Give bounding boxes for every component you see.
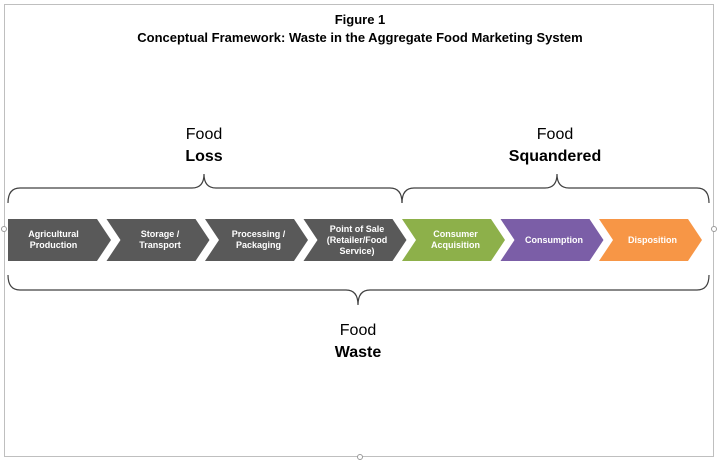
food-loss-line2: Loss [185, 148, 223, 165]
loss-brace [7, 173, 403, 204]
food-waste-label: Food Waste [258, 320, 458, 364]
figure-title: Conceptual Framework: Waste in the Aggre… [137, 30, 583, 45]
food-squandered-label: Food Squandered [455, 124, 655, 168]
squandered-brace [401, 173, 710, 204]
stage-label-agricultural-production: Agricultural Production [28, 229, 79, 250]
waste-brace [7, 274, 710, 306]
chevron-stages [8, 219, 702, 261]
chevron-storage-transport [106, 219, 210, 261]
stage-label-point-of-sale: Point of Sale (Retailer/Food Service) [326, 223, 388, 256]
chevron-consumer-acquisition [402, 219, 505, 261]
chevron-agricultural-production [8, 219, 111, 261]
chevron-point-of-sale [303, 219, 407, 261]
food-squandered-line2: Squandered [508, 148, 602, 165]
food-loss-label: Food Loss [104, 124, 304, 168]
stage-label-storage-transport: Storage / Transport [139, 229, 181, 250]
stage-label-processing-packaging: Processing / Packaging [231, 229, 286, 250]
resize-handle-bottom[interactable] [357, 454, 363, 460]
stage-label-disposition: Disposition [628, 234, 677, 245]
chevron-processing-packaging [205, 219, 308, 261]
chevron-consumption [500, 219, 604, 261]
food-squandered-line1: Food [536, 126, 574, 143]
food-waste-line1: Food [339, 322, 377, 339]
resize-handle-left[interactable] [1, 226, 7, 232]
stage-label-consumption: Consumption [525, 234, 583, 245]
resize-handle-right[interactable] [711, 226, 717, 232]
chevron-disposition [599, 219, 702, 261]
food-loss-line1: Food [185, 126, 223, 143]
stage-label-consumer-acquisition: Consumer Acquisition [431, 229, 480, 250]
food-waste-line2: Waste [334, 344, 382, 361]
figure-number: Figure 1 [334, 12, 386, 27]
